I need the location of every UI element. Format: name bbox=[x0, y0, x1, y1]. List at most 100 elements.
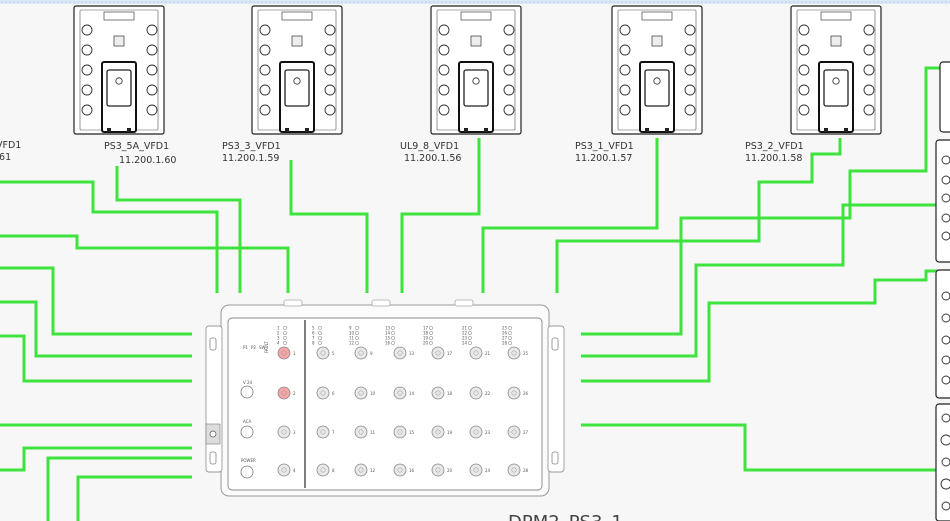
vfd-display bbox=[113, 35, 125, 47]
port-hole bbox=[941, 413, 950, 423]
status-led bbox=[318, 336, 322, 340]
m12-port[interactable] bbox=[277, 386, 291, 400]
m12-port[interactable] bbox=[277, 425, 291, 439]
top-ruler bbox=[0, 0, 950, 4]
status-led bbox=[391, 331, 395, 335]
vfd-left-hole bbox=[619, 24, 631, 36]
vfd-door-window bbox=[644, 69, 670, 107]
port-hole bbox=[941, 501, 950, 511]
cable bbox=[0, 234, 290, 293]
vfd-right-hole bbox=[684, 44, 696, 56]
m12-port-pin bbox=[281, 350, 287, 356]
hub-device: P1 P2 SW FAULT V 24 ACA POWER 1234567891… bbox=[205, 299, 565, 497]
vfd-right-hole bbox=[324, 64, 336, 76]
port-hole bbox=[940, 478, 950, 490]
status-led bbox=[318, 341, 322, 345]
door-screw bbox=[665, 128, 669, 132]
m12-port-pin bbox=[358, 467, 364, 473]
status-led bbox=[355, 336, 359, 340]
m12-port-pin bbox=[358, 429, 364, 435]
power-connector bbox=[240, 425, 254, 439]
port-hole bbox=[940, 434, 950, 446]
m12-port[interactable] bbox=[507, 425, 521, 439]
status-led bbox=[355, 341, 359, 345]
cable bbox=[289, 160, 369, 293]
status-led bbox=[391, 326, 395, 330]
m12-port[interactable] bbox=[431, 346, 445, 360]
m12-port[interactable] bbox=[316, 386, 330, 400]
port-number: 14 bbox=[409, 391, 415, 396]
status-led bbox=[429, 331, 433, 335]
m12-port[interactable] bbox=[507, 463, 521, 477]
status-led bbox=[391, 341, 395, 345]
vfd-right-hole bbox=[863, 64, 875, 76]
m12-port[interactable] bbox=[507, 386, 521, 400]
m12-port[interactable] bbox=[354, 346, 368, 360]
vfd-top-connector bbox=[281, 11, 313, 21]
vfd-device[interactable] bbox=[430, 5, 522, 135]
m12-port[interactable] bbox=[316, 346, 330, 360]
door-screw bbox=[844, 128, 848, 132]
m12-port[interactable] bbox=[354, 386, 368, 400]
status-led bbox=[355, 326, 359, 330]
m12-port-pin bbox=[435, 467, 441, 473]
m12-port[interactable] bbox=[431, 386, 445, 400]
m12-port-pin bbox=[473, 429, 479, 435]
hub-side-label: POWER bbox=[241, 458, 256, 463]
m12-port[interactable] bbox=[393, 346, 407, 360]
m12-port[interactable] bbox=[469, 425, 483, 439]
mount-slot bbox=[209, 337, 217, 351]
status-led bbox=[283, 331, 287, 335]
vfd-display bbox=[291, 35, 303, 47]
vfd-ip-label: 11.200.1.58 bbox=[745, 153, 802, 164]
m12-port[interactable] bbox=[431, 425, 445, 439]
vfd-device[interactable] bbox=[611, 5, 703, 135]
vfd-right-hole bbox=[863, 24, 875, 36]
cable bbox=[581, 423, 940, 472]
brand-logo-icon bbox=[832, 77, 840, 85]
m12-port-pin bbox=[511, 390, 517, 396]
vfd-device[interactable] bbox=[73, 5, 165, 135]
m12-port[interactable] bbox=[469, 463, 483, 477]
door-screw bbox=[464, 128, 468, 132]
m12-port[interactable] bbox=[393, 425, 407, 439]
led-number: 16 bbox=[385, 341, 391, 346]
door-screw bbox=[645, 128, 649, 132]
m12-port-pin bbox=[397, 350, 403, 356]
m12-port[interactable] bbox=[354, 425, 368, 439]
port-hole bbox=[941, 231, 950, 241]
m12-port[interactable] bbox=[277, 463, 291, 477]
m12-port[interactable] bbox=[393, 386, 407, 400]
m12-port[interactable] bbox=[354, 463, 368, 477]
status-led bbox=[429, 336, 433, 340]
led-number: 6 bbox=[312, 331, 315, 336]
status-led bbox=[468, 341, 472, 345]
vfd-device[interactable] bbox=[251, 5, 343, 135]
m12-port[interactable] bbox=[277, 346, 291, 360]
m12-port[interactable] bbox=[469, 386, 483, 400]
vfd-left-hole bbox=[798, 104, 810, 116]
port-number: 4 bbox=[293, 468, 296, 473]
m12-port[interactable] bbox=[507, 346, 521, 360]
vfd-top-connector bbox=[103, 11, 135, 21]
m12-port[interactable] bbox=[469, 346, 483, 360]
m12-port[interactable] bbox=[431, 463, 445, 477]
m12-port-pin bbox=[320, 429, 326, 435]
m12-port[interactable] bbox=[393, 463, 407, 477]
vfd-right-hole bbox=[503, 104, 515, 116]
m12-port[interactable] bbox=[316, 425, 330, 439]
m12-port[interactable] bbox=[316, 463, 330, 477]
vfd-ip-label: 11.200.1.57 bbox=[575, 153, 632, 164]
hub-face bbox=[227, 317, 543, 491]
port-number: 22 bbox=[485, 391, 491, 396]
port-number: 26 bbox=[523, 391, 529, 396]
m12-port-pin bbox=[511, 429, 517, 435]
led-number: 28 bbox=[502, 341, 508, 346]
m12-port-pin bbox=[358, 350, 364, 356]
door-screw bbox=[824, 128, 828, 132]
right-edge-devices bbox=[935, 61, 950, 521]
vfd-right-hole bbox=[863, 104, 875, 116]
vfd-device[interactable] bbox=[790, 5, 882, 135]
led-number: 8 bbox=[312, 341, 315, 346]
